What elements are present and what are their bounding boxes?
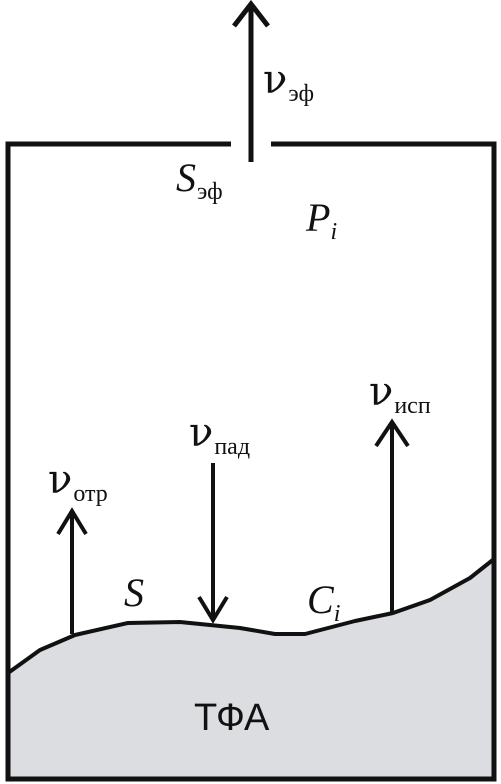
nu-otr-label: νотр <box>48 457 108 506</box>
surface-area-label: S <box>124 570 144 615</box>
concentration-label: Ci <box>307 577 340 627</box>
incident-arrow <box>197 463 229 624</box>
evaporation-arrow <box>374 418 410 612</box>
s-eff-label: Sэф <box>176 155 223 205</box>
reflected-arrow <box>56 507 88 634</box>
nu-symbol: ν <box>369 369 394 415</box>
concentration-main: C <box>307 577 334 622</box>
nu-symbol: ν <box>48 457 73 503</box>
nu-pad-label: νпад <box>189 410 250 459</box>
material-surface-line <box>6 557 496 675</box>
concentration-subscript: i <box>333 601 341 627</box>
s-eff-main: S <box>176 155 196 200</box>
nu-pad-subscript: пад <box>214 434 251 460</box>
container-wall-left-top <box>5 141 497 782</box>
nu-isp-subscript: исп <box>394 393 431 419</box>
nu-symbol: ν <box>263 57 288 103</box>
s-eff-subscript: эф <box>197 179 223 205</box>
pressure-subscript: i <box>330 219 338 245</box>
pressure-label: Pi <box>306 195 337 245</box>
nu-isp-label: νисп <box>369 369 431 418</box>
material-region <box>8 559 494 779</box>
nu-eff-label: νэф <box>263 57 314 106</box>
material-label: ТФА <box>194 697 270 739</box>
pressure-main: P <box>306 195 331 240</box>
nu-otr-subscript: отр <box>73 481 108 507</box>
effusion-arrow <box>232 0 270 162</box>
nu-symbol: ν <box>189 410 214 456</box>
nu-eff-subscript: эф <box>288 81 315 107</box>
